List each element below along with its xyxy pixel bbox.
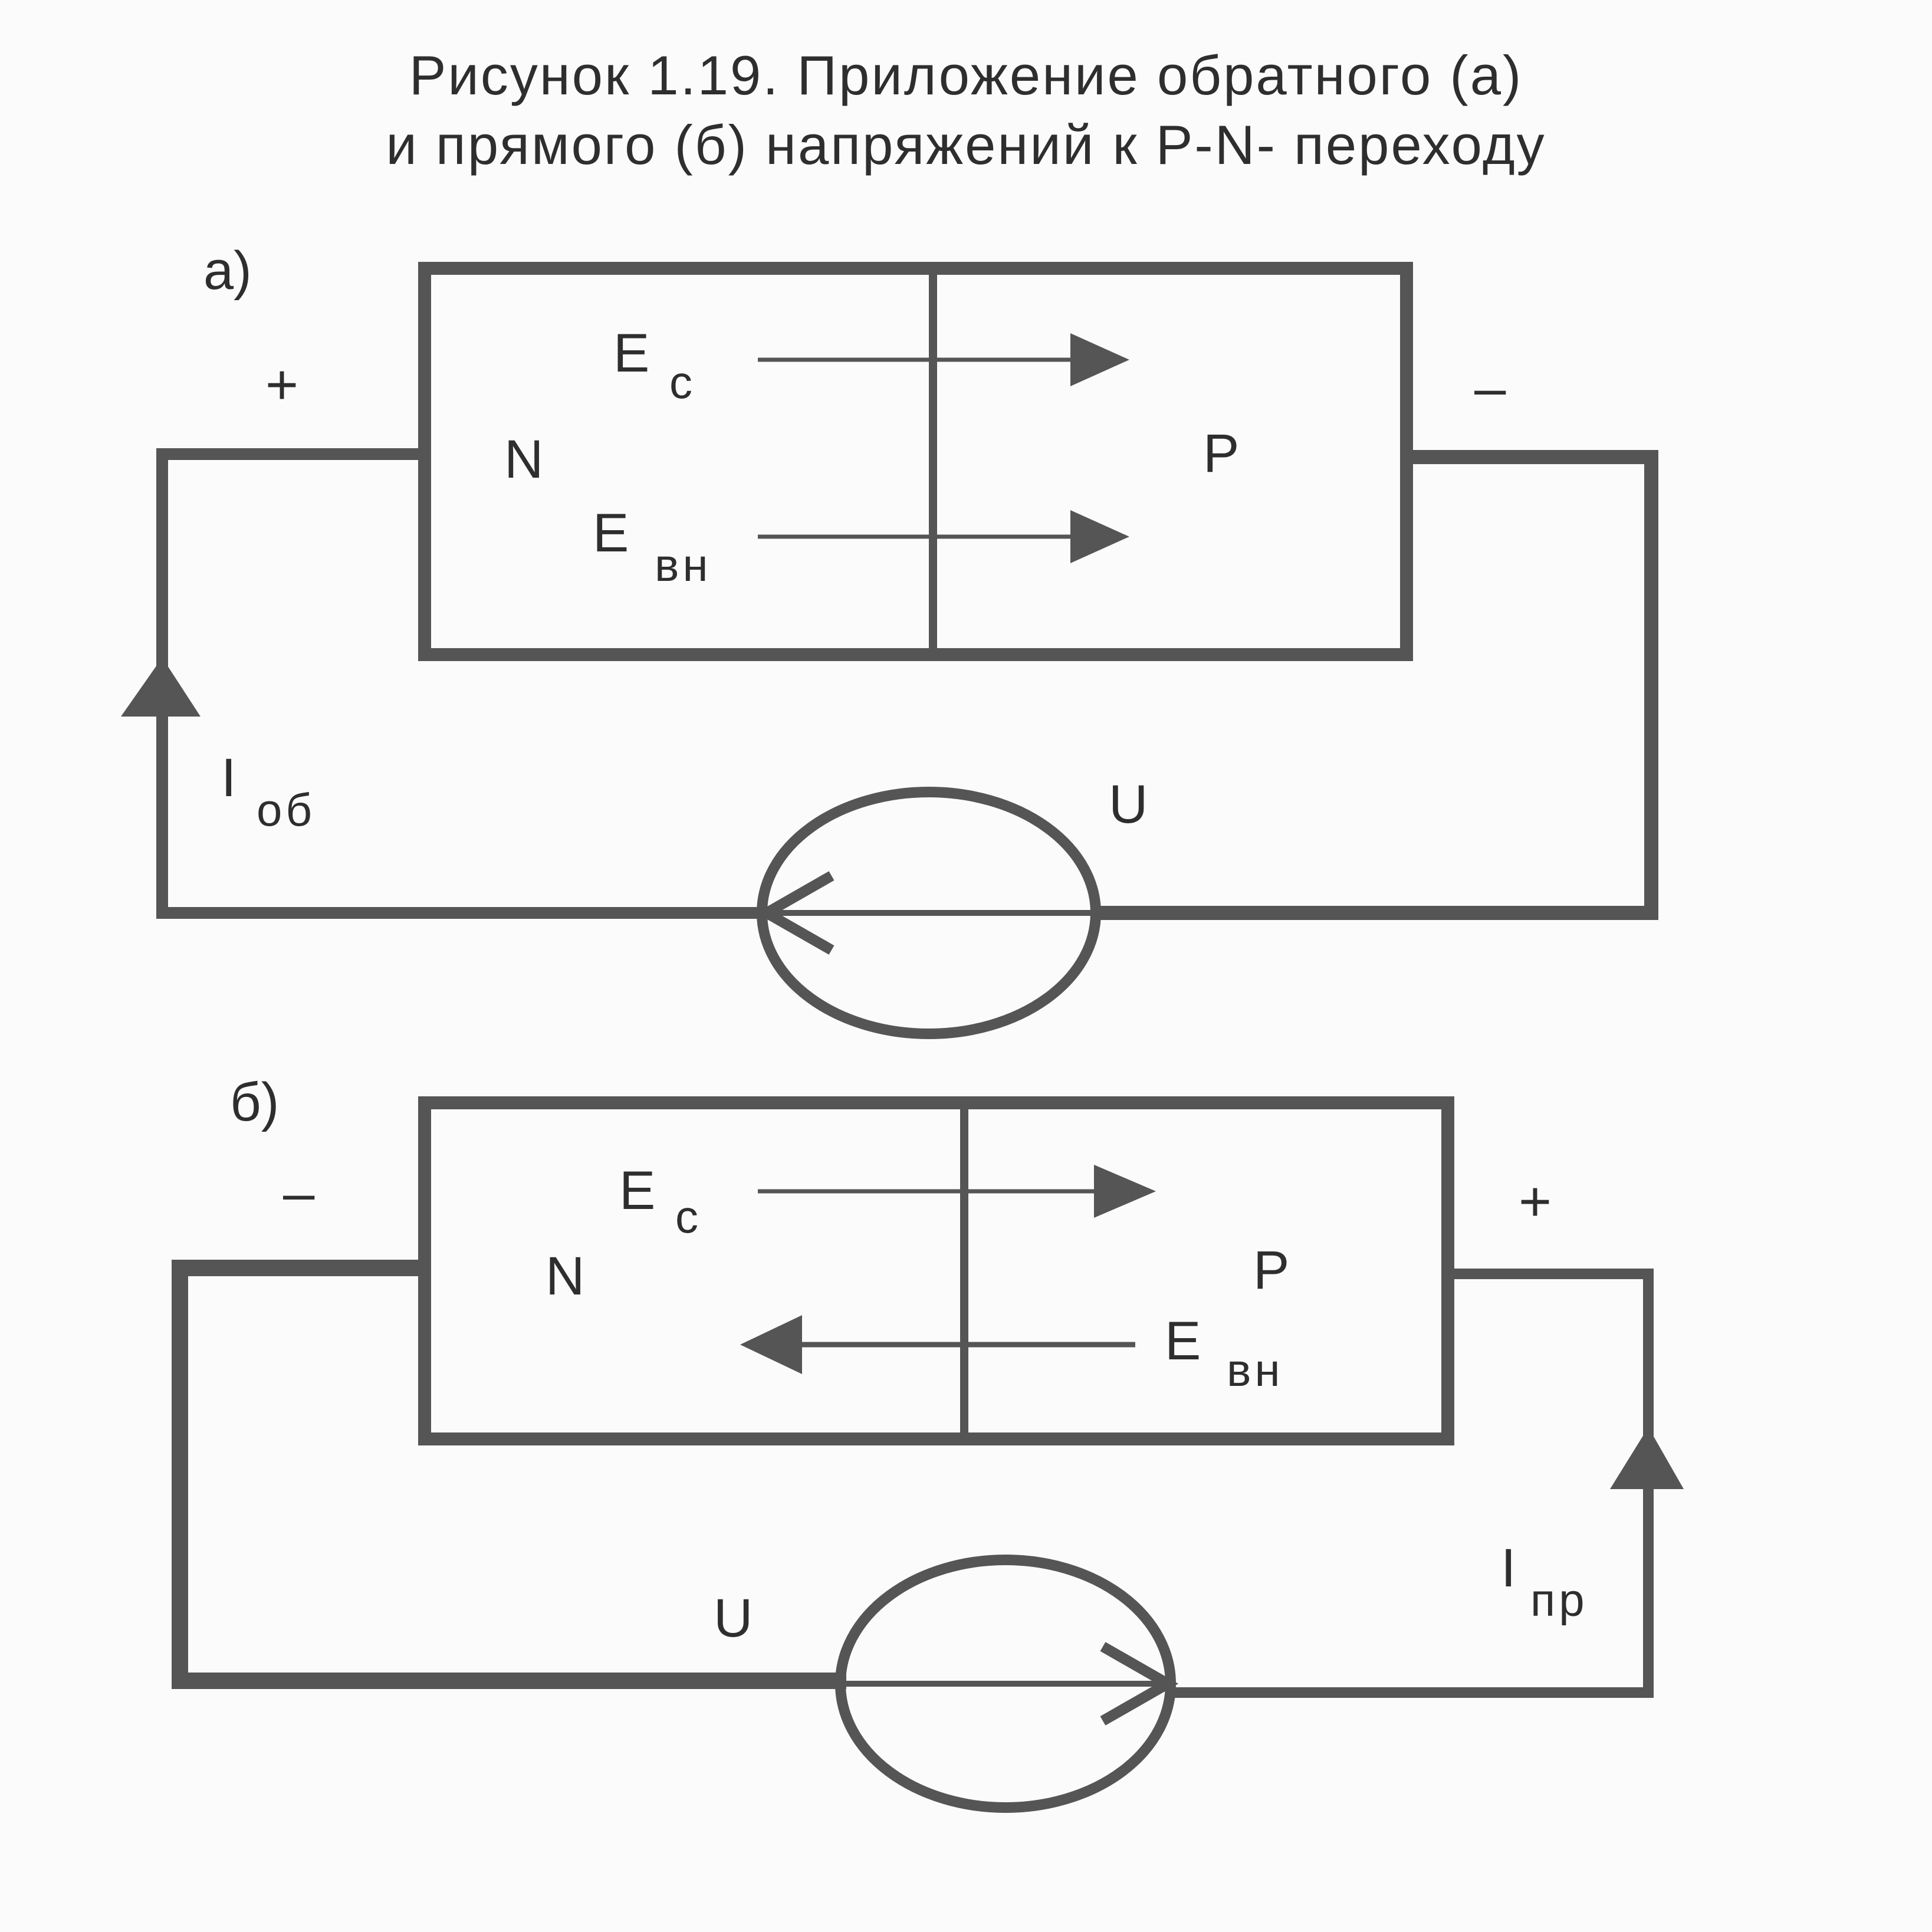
current-arrowhead-a xyxy=(121,658,201,717)
wire-right-a xyxy=(1097,450,1658,920)
plus-sign-a: + xyxy=(265,353,298,416)
wire-right-b xyxy=(1171,1269,1654,1698)
source-label-a: U xyxy=(1109,774,1148,834)
current-subscript-a: об xyxy=(257,784,316,836)
evn-arrowhead-a xyxy=(1070,510,1129,563)
evn-label-b: E xyxy=(1165,1311,1201,1371)
ec-arrowhead-b xyxy=(1094,1165,1156,1218)
pn-block-a xyxy=(418,262,1413,661)
ec-arrowhead-a xyxy=(1070,333,1129,386)
evn-subscript-b: вн xyxy=(1227,1344,1284,1396)
evn-arrowhead-b xyxy=(740,1315,802,1374)
source-label-b: U xyxy=(714,1588,753,1648)
p-region-label-b: P xyxy=(1253,1240,1289,1300)
ec-subscript-b: c xyxy=(675,1191,702,1243)
caption-line-2: и прямого (б) напряжений к P-N- переходу xyxy=(386,114,1546,176)
panel-b: б) E c E вн N P xyxy=(172,1072,1684,1813)
source-arrowhead-a xyxy=(755,871,834,955)
wire-left-b xyxy=(172,1260,846,1689)
caption-line-1: Рисунок 1.19. Приложение обратного (а) xyxy=(409,44,1523,106)
evn-label-a: E xyxy=(593,503,629,563)
source-arrowhead-b xyxy=(1100,1642,1179,1726)
current-label-b: I xyxy=(1501,1538,1516,1598)
current-label-a: I xyxy=(221,748,236,808)
n-region-label-b: N xyxy=(546,1246,584,1306)
n-region-label-a: N xyxy=(504,429,543,489)
plus-sign-b: + xyxy=(1519,1170,1552,1233)
evn-subscript-a: вн xyxy=(655,539,712,591)
panel-a: а) E c E вн N P xyxy=(121,241,1658,1039)
minus-sign-b: – xyxy=(283,1161,315,1224)
ec-label-b: E xyxy=(619,1161,655,1221)
panel-a-label: а) xyxy=(203,241,252,301)
current-arrowhead-b xyxy=(1610,1427,1684,1489)
wire-left-a xyxy=(156,448,761,919)
p-region-label-a: P xyxy=(1203,423,1239,484)
panel-b-label: б) xyxy=(230,1072,279,1132)
current-subscript-b: пр xyxy=(1530,1574,1588,1626)
ec-label-a: E xyxy=(613,323,649,383)
minus-sign-a: – xyxy=(1474,356,1506,419)
ec-subscript-a: c xyxy=(669,356,696,408)
